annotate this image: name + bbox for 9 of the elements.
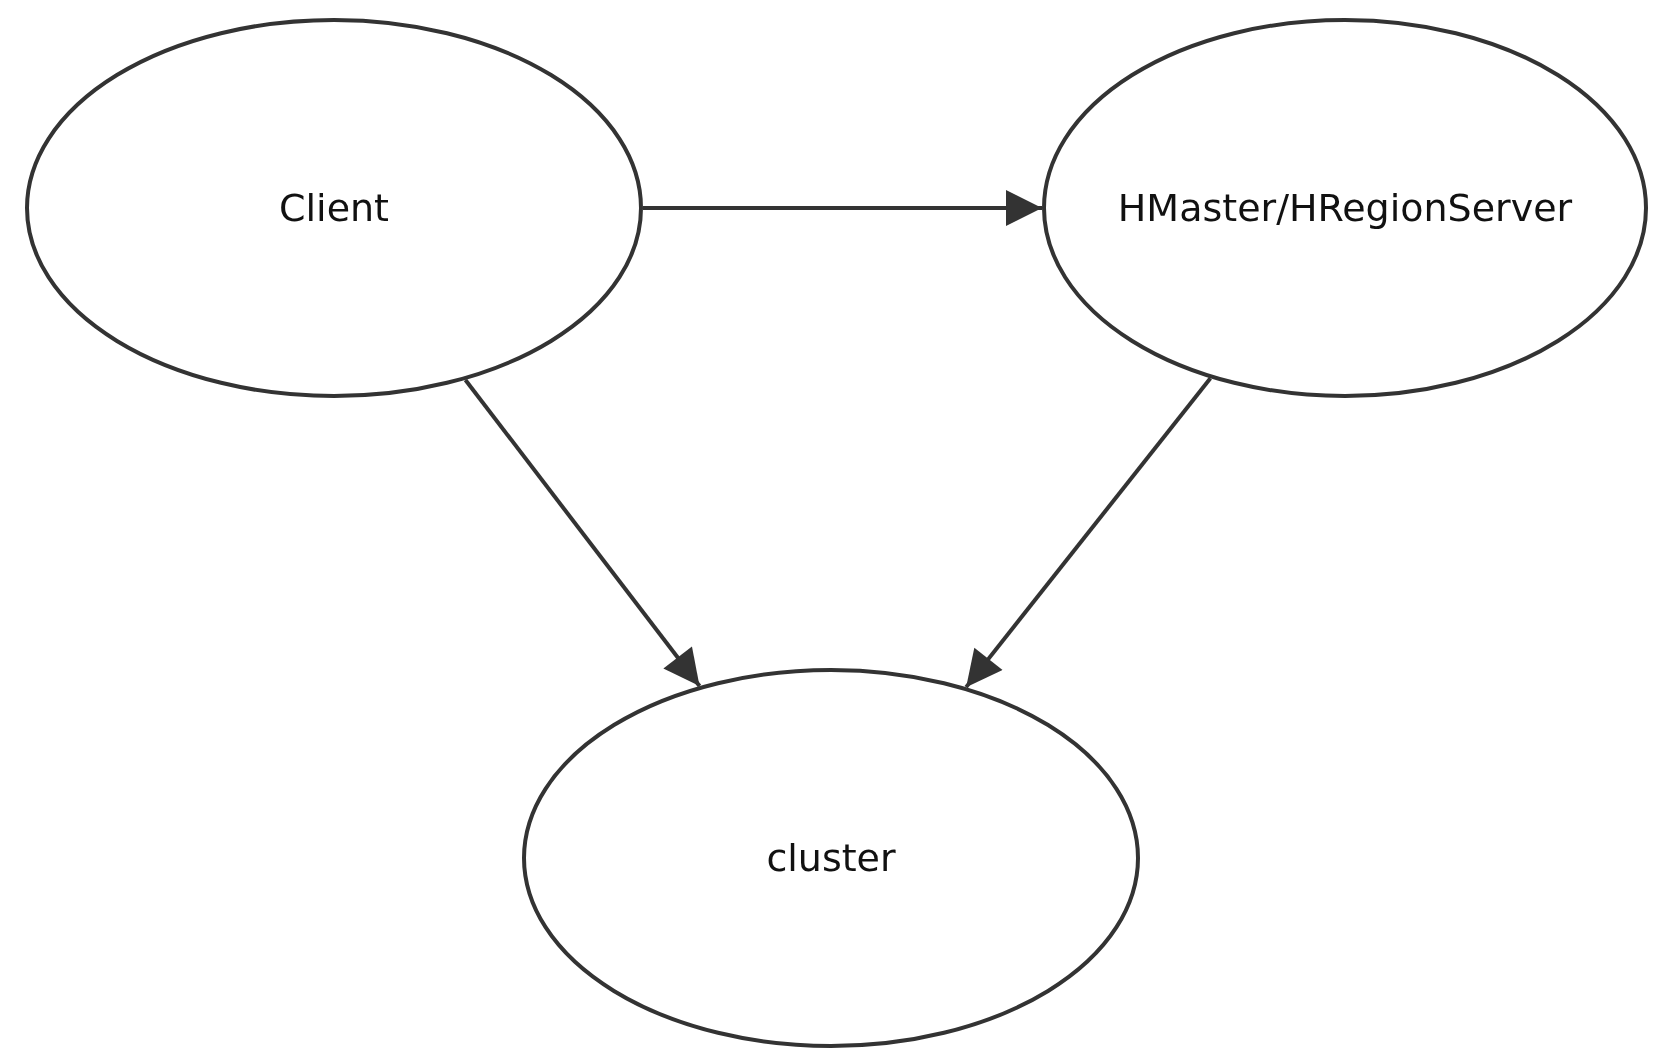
ellipse-node (25, 18, 643, 398)
arrow (643, 190, 1042, 226)
ellipse-node (522, 668, 1140, 1048)
arrow (964, 376, 1212, 689)
ellipse-node (1042, 18, 1648, 398)
node-label: HMaster/HRegionServer (1117, 186, 1573, 230)
arrow (463, 378, 702, 688)
node-label: cluster (766, 836, 896, 880)
node-label: Client (279, 186, 389, 230)
